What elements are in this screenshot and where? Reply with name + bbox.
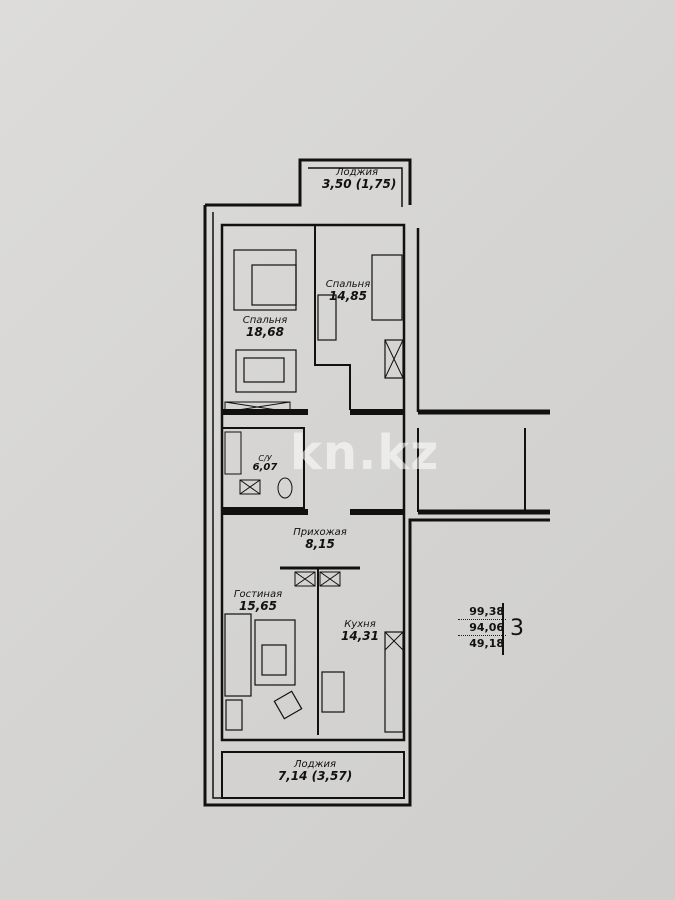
room-hallway: Прихожая 8,15 [280, 527, 360, 551]
room-living-room: Гостиная 15,65 [228, 589, 288, 613]
room-name: Лоджия [335, 167, 379, 178]
living-area: 49,18 [469, 637, 504, 650]
room-area: 14,31 [341, 629, 379, 643]
watermark: kn.kz [290, 425, 440, 481]
summary-divider [502, 603, 504, 655]
room-name: Спальня [242, 315, 288, 326]
room-area: 7,14 (3,57) [277, 769, 353, 783]
total-area: 99,38 [458, 604, 506, 620]
room-name: Спальня [325, 279, 371, 290]
room-loggia-top: Лоджия 3,50 (1,75) [322, 167, 397, 191]
room-name: Кухня [344, 619, 376, 630]
area-summary: 99,38 94,06 49,18 [458, 604, 506, 651]
room-name: Прихожая [293, 527, 347, 538]
room-area: 18,68 [246, 325, 284, 339]
room-kitchen: Кухня 14,31 [335, 619, 385, 643]
room-bedroom-2: Спальня 14,85 [318, 279, 378, 303]
room-name: Лоджия [293, 759, 337, 770]
room-bedroom-1: Спальня 18,68 [230, 315, 300, 339]
room-area: 8,15 [305, 537, 335, 551]
room-area: 6,07 [252, 462, 278, 473]
outer-wall [203, 205, 550, 807]
room-loggia-bottom: Лоджия 7,14 (3,57) [270, 759, 360, 783]
room-area: 14,85 [329, 289, 367, 303]
room-bathroom: С/У 6,07 [245, 455, 285, 473]
area-without-loggia: 94,06 [458, 620, 506, 636]
room-name: С/У [258, 454, 272, 463]
room-area: 3,50 (1,75) [322, 177, 397, 191]
room-name: Гостиная [233, 589, 283, 600]
room-area: 15,65 [239, 599, 277, 613]
rooms-count: 3 [510, 616, 524, 641]
